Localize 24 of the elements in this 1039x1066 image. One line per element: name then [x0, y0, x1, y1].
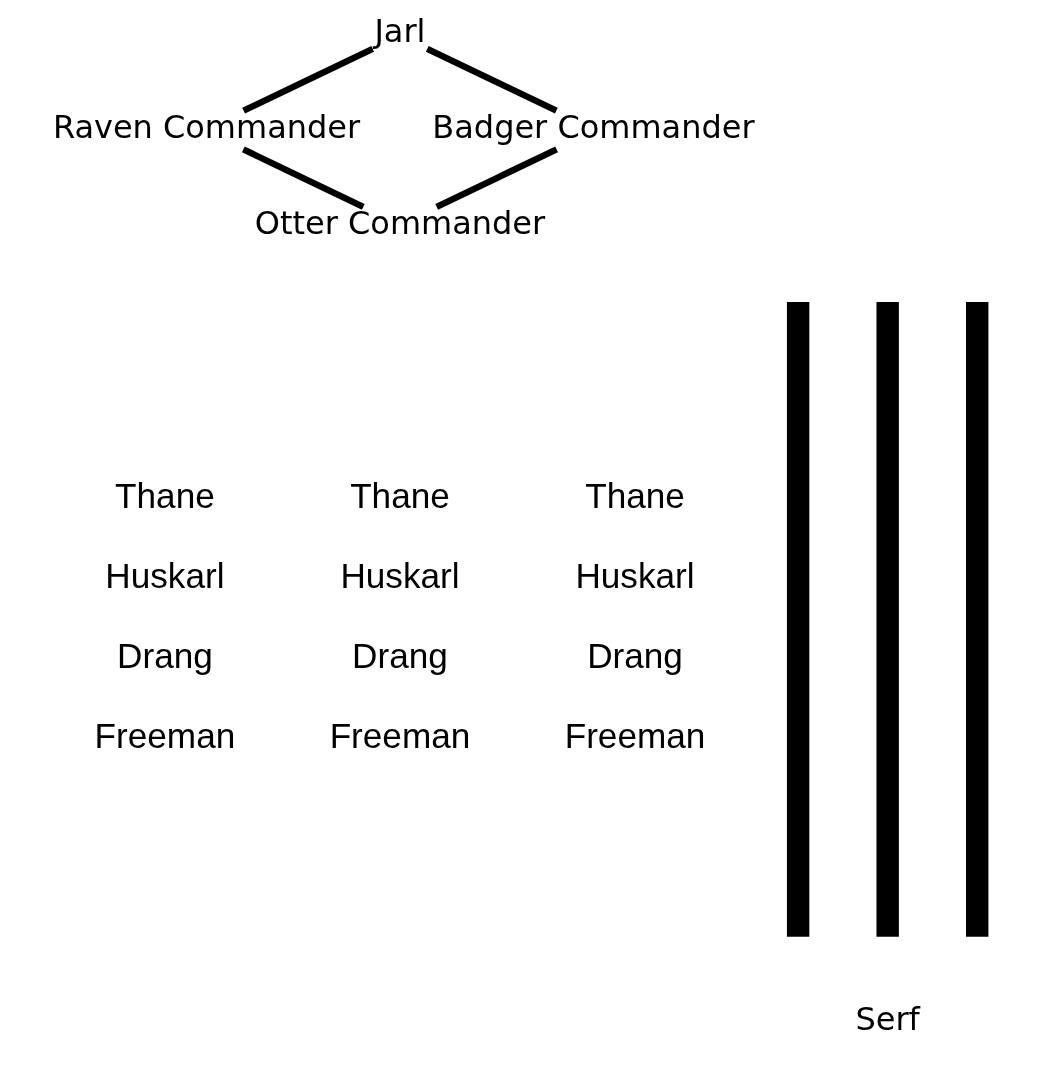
node-label: Huskarl: [105, 556, 225, 596]
node-label: Drang: [587, 636, 683, 676]
node-label: Thane: [585, 476, 685, 516]
node-label: Drang: [117, 636, 213, 676]
node-label: Huskarl: [575, 556, 695, 596]
node-label: Drang: [352, 636, 448, 676]
connector: [242, 45, 375, 114]
node-bar: [966, 301, 989, 937]
node-text: Otter Commander: [254, 203, 546, 242]
node-text: Raven Commander: [52, 108, 361, 147]
node-label: Thane: [350, 476, 450, 516]
node-bar: [786, 301, 810, 937]
node-label: Huskarl: [340, 556, 460, 596]
connector: [241, 146, 365, 210]
node-label: Freeman: [94, 716, 236, 756]
label: Serf: [855, 1000, 920, 1039]
node-label: Freeman: [564, 716, 706, 756]
connector: [435, 146, 558, 210]
node-label: Thane: [115, 476, 215, 516]
node-bar: [876, 301, 899, 937]
node-label: Freeman: [329, 716, 471, 756]
node-text: Jarl: [374, 12, 426, 51]
connector: [425, 45, 558, 114]
node-text: Badger Commander: [432, 108, 755, 147]
